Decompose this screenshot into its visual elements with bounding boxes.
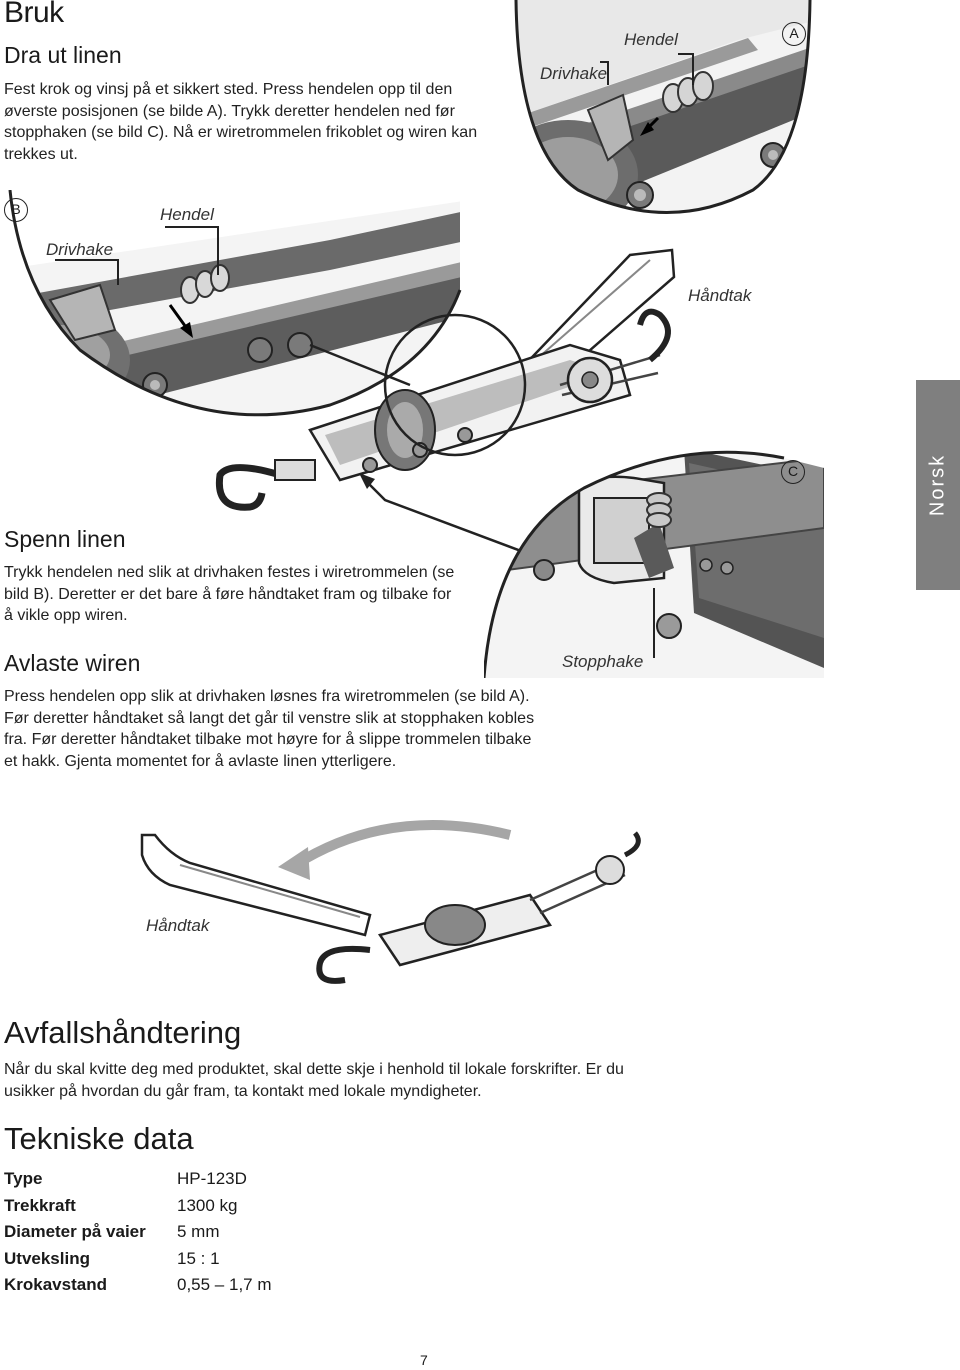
spec-key: Type — [4, 1169, 43, 1189]
lever-bar — [10, 210, 460, 330]
motion-arrow-arc — [292, 820, 512, 870]
spec-value: 15 : 1 — [177, 1248, 220, 1268]
section-text-avlaste-wiren: Press hendelen opp slik at drivhaken løs… — [4, 688, 535, 770]
spec-row: Type HP-123D — [4, 1166, 272, 1193]
language-side-tab: Norsk — [916, 380, 960, 590]
figure-b-detail — [8, 190, 462, 417]
figure-b-badge: B — [4, 198, 28, 222]
spec-key: Utveksling — [4, 1248, 90, 1268]
figure-a-detail — [514, 0, 812, 214]
leader-line-b — [309, 343, 411, 387]
label-b-hendel: Hendel — [160, 205, 214, 224]
spec-key: Diameter på vaier — [4, 1222, 146, 1242]
figure-a-badge: A — [782, 22, 806, 46]
spec-value: 1300 kg — [177, 1195, 238, 1215]
label-stopphake: Stopphake — [562, 652, 644, 671]
label-a-drivhake: Drivhake — [540, 64, 608, 83]
spec-key: Krokavstand — [4, 1275, 107, 1295]
page-title: Bruk — [4, 0, 64, 29]
section-text-avfallshandtering: Når du skal kvitte deg med produktet, sk… — [4, 1061, 624, 1100]
figure-c-detail — [484, 450, 824, 678]
spec-row: Trekkraft 1300 kg — [4, 1193, 272, 1220]
label-handtak-bottom: Håndtak — [146, 916, 210, 935]
section-text-spenn-linen: Trykk hendelen ned slik at drivhaken fes… — [4, 564, 455, 624]
winch-handle — [140, 833, 372, 937]
section-heading-avlaste-wiren: Avlaste wiren — [4, 650, 141, 676]
section-heading-tekniske-data: Tekniske data — [4, 1121, 194, 1156]
spec-value: 0,55 – 1,7 m — [177, 1275, 272, 1295]
main-winch-illustration — [215, 248, 676, 511]
label-a-hendel: Hendel — [624, 30, 678, 49]
spec-value: 5 mm — [177, 1222, 220, 1242]
language-tab-label: Norsk — [926, 453, 949, 517]
section-heading-spenn-linen: Spenn linen — [4, 526, 126, 552]
tech-specs-table: Type HP-123D Trekkraft 1300 kg Diameter … — [4, 1166, 272, 1299]
figure-c-badge: C — [781, 460, 805, 484]
page-number: 7 — [420, 1352, 428, 1368]
spec-key: Trekkraft — [4, 1195, 76, 1215]
label-b-drivhake: Drivhake — [46, 240, 114, 259]
section-text-dra-ut-linen: Fest krok og vinsj på et sikkert sted. P… — [4, 81, 478, 163]
bottom-winch-illustration — [140, 820, 641, 984]
spec-value: HP-123D — [177, 1169, 247, 1189]
section-heading-avfallshandtering: Avfallshåndtering — [4, 1015, 242, 1050]
label-handtak-top: Håndtak — [688, 286, 752, 305]
section-heading-dra-ut-linen: Dra ut linen — [4, 42, 122, 68]
spec-row: Utveksling 15 : 1 — [4, 1246, 272, 1273]
spec-row: Diameter på vaier 5 mm — [4, 1219, 272, 1246]
spec-row: Krokavstand 0,55 – 1,7 m — [4, 1272, 272, 1299]
